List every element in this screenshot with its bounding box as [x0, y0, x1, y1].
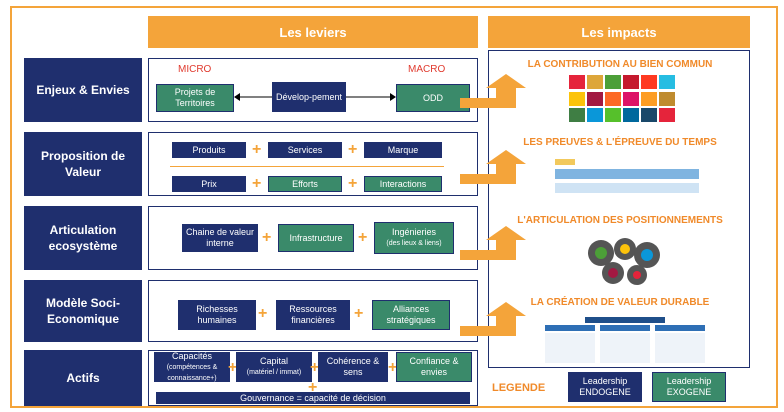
sdg-goal-icon: [587, 91, 603, 106]
sdg-goal-icon: [605, 91, 621, 106]
capacites-label: Capacités: [171, 350, 213, 361]
box-services: Services: [268, 142, 342, 158]
box-interactions: Interactions: [364, 176, 442, 192]
box-capital: Capital (matériel / immat): [236, 352, 312, 382]
box-alliances: Alliances stratégiques: [372, 300, 450, 330]
sdg-goal-icon: [587, 108, 603, 123]
box-developpement: Dévelop-pement: [272, 82, 346, 112]
sdg-goal-icon: [641, 75, 657, 89]
plus-icon: +: [388, 359, 398, 376]
sdg-goal-icon: [605, 75, 621, 89]
macro-label: MACRO: [408, 64, 446, 75]
sdg-goal-icon: [659, 91, 675, 106]
box-gouvernance: Gouvernance = capacité de décision: [156, 392, 470, 404]
plus-icon: +: [348, 141, 358, 158]
gears-icon: [588, 238, 660, 285]
plus-icon: +: [252, 141, 262, 158]
box-infrastructure: Infrastructure: [278, 224, 354, 252]
sdg-goal-icon: [569, 91, 585, 106]
row-label-articulation: Articulation ecosystème: [24, 206, 142, 270]
sdg-goal-icon: [623, 75, 639, 89]
impact-title-creation: LA CRÉATION DE VALEUR DURABLE: [530, 297, 710, 308]
value-table-thumbnail: [545, 317, 705, 363]
plus-icon: +: [262, 229, 272, 246]
impact-arrow: [460, 150, 526, 184]
outer-frame: [10, 6, 778, 408]
legend-exogene: Leadership EXOGENE: [652, 372, 726, 402]
divider-line: [170, 166, 444, 167]
row-label-proposition: Proposition de Valeur: [24, 132, 142, 196]
plus-icon: +: [358, 229, 368, 246]
sdg-goal-icon: [587, 75, 603, 89]
box-capacites: Capacités (compétences & connaissance+): [154, 350, 230, 382]
impact-title-preuves: LES PREUVES & L'ÉPREUVE DU TEMPS: [523, 137, 717, 148]
plus-icon: +: [354, 305, 364, 322]
row-label-enjeux: Enjeux & Envies: [24, 58, 142, 122]
box-marque: Marque: [364, 142, 442, 158]
box-ressources: Ressources financières: [276, 300, 350, 330]
ingenieries-label: Ingénieries: [391, 227, 437, 237]
legend-title: LEGENDE: [492, 382, 546, 394]
box-coherence: Cohérence & sens: [318, 352, 388, 382]
sdg-goal-icon: [659, 75, 675, 89]
sdg-goal-icon: [659, 108, 675, 123]
box-efforts: Efforts: [268, 176, 342, 192]
box-richesses: Richesses humaines: [178, 300, 256, 330]
micro-label: MICRO: [178, 64, 212, 75]
impact-title-bien-commun: LA CONTRIBUTION AU BIEN COMMUN: [527, 59, 713, 70]
impact-title-articulation: L'ARTICULATION DES POSITIONNEMENTS: [517, 215, 723, 226]
sdg-goal-icon: [605, 108, 621, 123]
plus-icon: +: [348, 175, 358, 192]
impacts-panel: LA CONTRIBUTION AU BIEN COMMUN LES PREUV…: [488, 50, 750, 368]
box-prix: Prix: [172, 176, 246, 192]
impact-arrow: [460, 74, 526, 108]
timeline-thumbnail: [555, 155, 699, 203]
impacts-header: Les impacts: [488, 16, 750, 48]
row-label-actifs: Actifs: [24, 350, 142, 406]
levers-header: Les leviers: [148, 16, 478, 48]
impact-arrow: [460, 302, 526, 336]
box-ingenieries: Ingénieries (des lieux & liens): [374, 222, 454, 254]
plus-icon: +: [258, 305, 268, 322]
box-confiance: Confiance & envies: [396, 352, 472, 382]
row-label-modele: Modèle Soci-Economique: [24, 280, 142, 342]
sdg-goal-icon: [623, 108, 639, 123]
sdg-goal-icon: [623, 91, 639, 106]
sdg-goal-icon: [641, 91, 657, 106]
sdg-goal-icon: [569, 75, 585, 89]
capacites-sub: (compétences & connaissance+): [166, 363, 218, 382]
box-chaine-valeur: Chaine de valeur interne: [182, 224, 258, 252]
capital-sub: (matériel / immat): [246, 369, 302, 376]
plus-icon: +: [228, 359, 238, 376]
plus-icon: +: [252, 175, 262, 192]
micro-macro-arrow: [234, 93, 396, 101]
legend-endogene: Leadership ENDOGENE: [568, 372, 642, 402]
sdg-goal-icon: [641, 108, 657, 123]
impact-arrow: [460, 226, 526, 260]
capital-label: Capital: [259, 356, 288, 366]
plus-icon: +: [310, 359, 320, 376]
sdg-goal-icon: [569, 108, 585, 123]
box-projets-territoires: Projets de Territoires: [156, 84, 234, 112]
box-produits: Produits: [172, 142, 246, 158]
plus-icon: +: [308, 379, 318, 396]
ingenieries-sub: (des lieux & liens): [386, 240, 442, 247]
sdg-icons-grid: [569, 75, 677, 123]
